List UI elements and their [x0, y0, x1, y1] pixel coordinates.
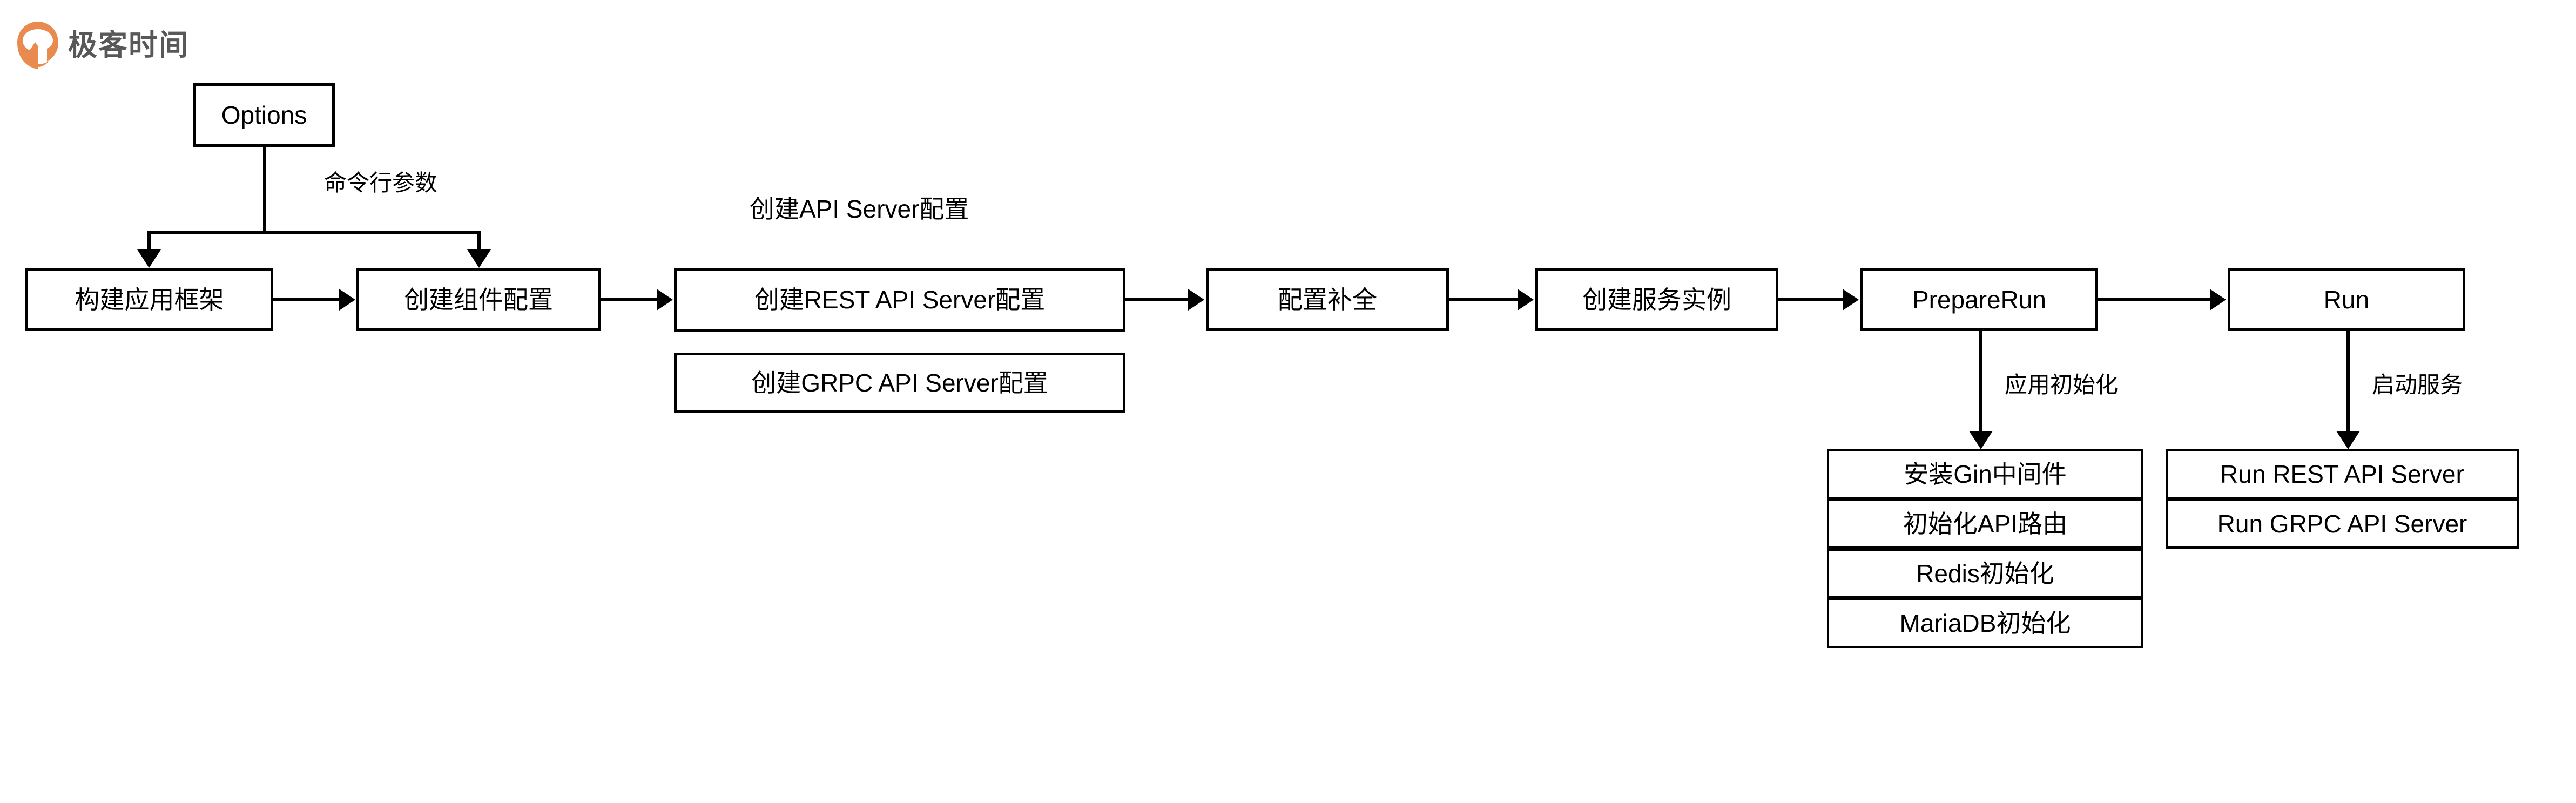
arrowhead-down-init-stack	[1969, 431, 1993, 449]
brand-logo: 极客时间	[15, 21, 189, 70]
arrowhead-down-server-stack	[2336, 431, 2360, 449]
arrowhead-right-config-completion	[1188, 289, 1204, 311]
label-start-service: 启动服务	[2372, 372, 2463, 397]
arrowhead-down-component-config	[467, 249, 491, 268]
arrowhead-down-build-framework	[137, 249, 161, 268]
arrowhead-right-component-config	[339, 289, 355, 311]
node-init-api-route[interactable]: 初始化API路由	[1827, 499, 2143, 549]
connector-preparerun-to-run	[2098, 298, 2210, 301]
node-create-rest-api-server-config[interactable]: 创建REST API Server配置	[674, 268, 1125, 332]
brand-name: 极客时间	[68, 29, 189, 62]
connector-run-to-server-stack	[2346, 331, 2350, 434]
node-options[interactable]: Options	[193, 83, 335, 147]
connector-drop-build-framework	[147, 231, 151, 253]
node-create-grpc-api-server-config[interactable]: 创建GRPC API Server配置	[674, 353, 1125, 413]
connector-preparerun-to-init-stack	[1979, 331, 1982, 434]
geekbang-logo-icon	[17, 22, 58, 69]
node-create-component-config[interactable]: 创建组件配置	[356, 268, 601, 331]
label-app-initialization: 应用初始化	[2005, 372, 2119, 397]
node-redis-init[interactable]: Redis初始化	[1827, 549, 2143, 598]
connector-framework-to-component	[273, 298, 340, 301]
node-create-service-instance[interactable]: 创建服务实例	[1535, 268, 1778, 331]
node-config-completion[interactable]: 配置补全	[1206, 268, 1449, 331]
node-build-app-framework[interactable]: 构建应用框架	[25, 268, 273, 331]
connector-drop-component-config	[477, 231, 481, 253]
connector-options-stem	[263, 147, 266, 233]
node-install-gin-middleware[interactable]: 安装Gin中间件	[1827, 449, 2143, 499]
node-prepare-run[interactable]: PrepareRun	[1860, 268, 2098, 331]
node-run[interactable]: Run	[2228, 268, 2465, 331]
node-run-rest-api-server[interactable]: Run REST API Server	[2166, 449, 2519, 499]
arrowhead-right-run	[2210, 289, 2226, 311]
arrowhead-right-prepare-run	[1843, 289, 1859, 311]
label-command-line-args: 命令行参数	[324, 170, 438, 195]
node-mariadb-init[interactable]: MariaDB初始化	[1827, 598, 2143, 648]
connector-component-to-rest	[601, 298, 659, 301]
label-create-api-server-config: 创建API Server配置	[750, 195, 969, 223]
arrowhead-right-service-instance	[1518, 289, 1534, 311]
connector-completion-to-instance	[1449, 298, 1518, 301]
connector-instance-to-preparerun	[1778, 298, 1843, 301]
connector-rest-to-completion	[1125, 298, 1189, 301]
connector-options-bus	[149, 231, 481, 234]
arrowhead-right-rest-config	[657, 289, 673, 311]
node-run-grpc-api-server[interactable]: Run GRPC API Server	[2166, 499, 2519, 549]
